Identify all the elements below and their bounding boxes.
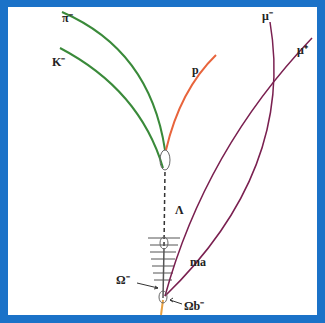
omega-pointer xyxy=(137,283,158,288)
kaon-track xyxy=(60,48,163,168)
particle-label: μ⁻ xyxy=(262,10,273,22)
particle-label: Λ xyxy=(175,204,184,216)
pion-track xyxy=(62,12,165,150)
omega-b-vertex xyxy=(159,291,167,303)
particle-label: K⁻ xyxy=(52,56,65,68)
lambda-vertex xyxy=(160,150,170,170)
omega-pointer-head xyxy=(154,286,158,289)
muon-minus-track xyxy=(165,22,274,296)
detector-layers xyxy=(148,238,180,280)
proton-track xyxy=(166,55,216,150)
omega-vertex xyxy=(160,237,168,249)
panel xyxy=(8,7,317,315)
particle-label: π⁻ xyxy=(62,12,73,24)
lambda-track xyxy=(164,170,165,246)
particle-label: Ωb⁻ xyxy=(184,300,204,312)
detector-label: ma xyxy=(190,256,206,268)
particle-label: Ω⁻ xyxy=(116,274,130,286)
particle-label: p xyxy=(192,64,199,76)
omega-b-pointer-head xyxy=(170,298,173,302)
muon-plus-track xyxy=(165,38,312,296)
particle-label: μ⁺ xyxy=(297,44,308,56)
